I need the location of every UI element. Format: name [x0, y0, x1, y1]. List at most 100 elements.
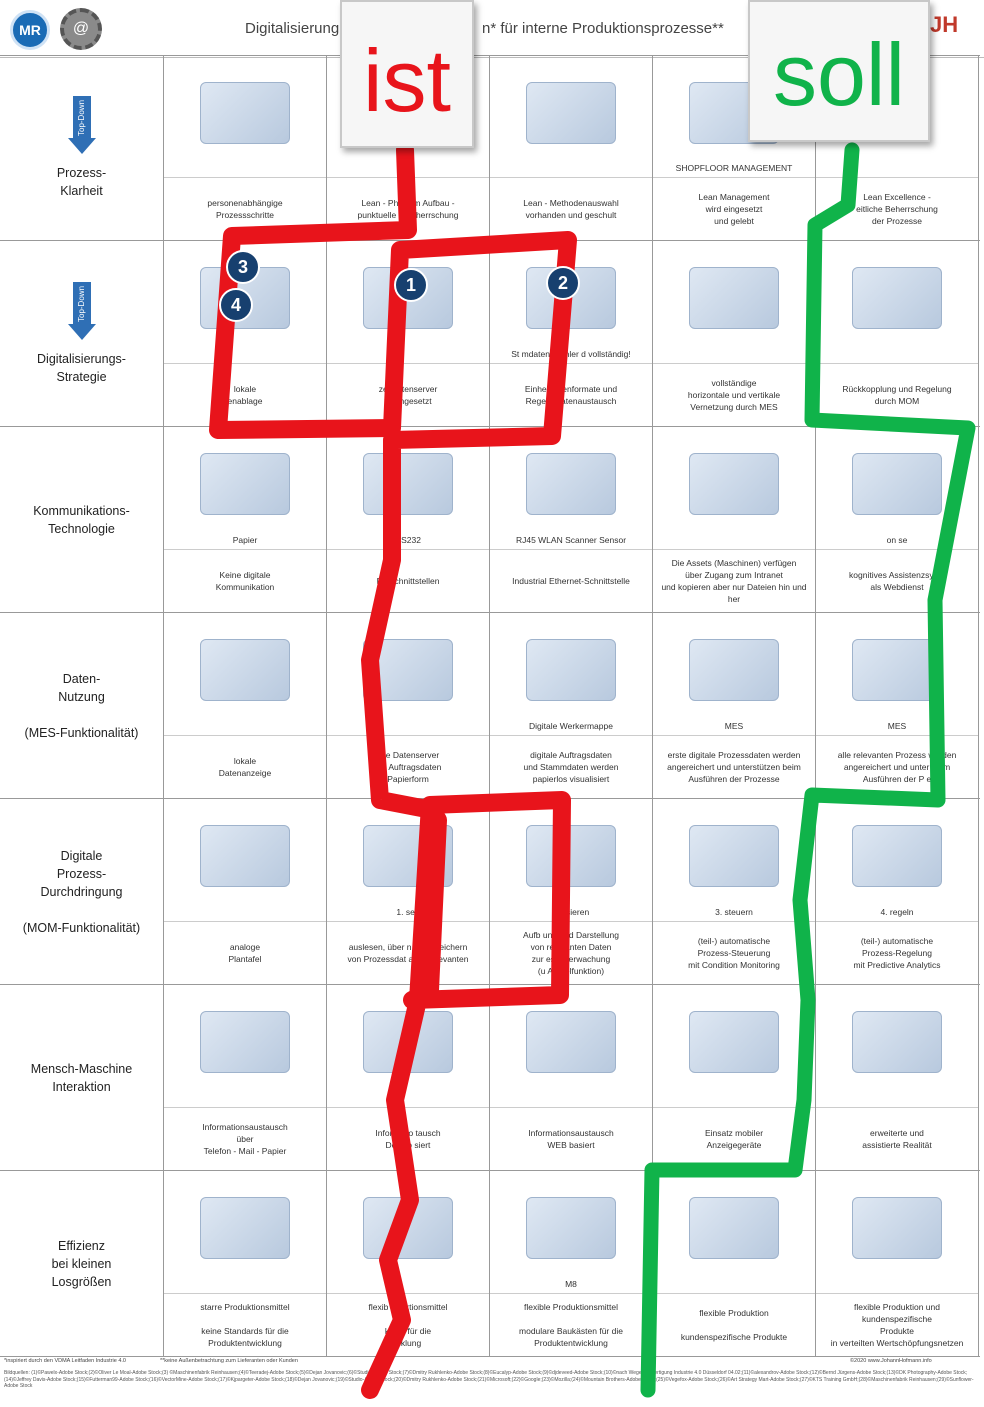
illustration-placeholder: [363, 453, 453, 515]
illustration-placeholder: [363, 639, 453, 701]
image-caption: SHOPFLOOR MANAGEMENT: [675, 163, 793, 173]
illustration-placeholder: [852, 267, 942, 329]
matrix-cell: Informatio tausch Deskto siert: [327, 985, 490, 1170]
cell-description: auslesen, über n und speichern von Proze…: [347, 941, 469, 964]
matrix-cell: erweiterte und assistierte Realität: [816, 985, 979, 1170]
head-gears-icon: [164, 56, 326, 178]
vr-headset-icon: [816, 985, 978, 1108]
matrix-cell: MES erste digitale Prozessdaten werden an…: [653, 613, 816, 798]
top-down-arrow-icon: Top-Down: [67, 281, 96, 342]
cell-description: digitale Auftragsdaten und Stammdaten we…: [523, 749, 619, 784]
illustration-placeholder: [526, 825, 616, 887]
image-caption: St mdaten - fehler d vollständig!: [511, 349, 631, 359]
mes-network-dense-icon: MES: [816, 613, 978, 736]
cell-description: Informatio tausch Deskto siert: [375, 1127, 441, 1150]
matrix-cell: starre Produktionsmittel keine Standards…: [164, 1171, 327, 1356]
top-down-arrow-icon: Top-Down: [67, 96, 96, 156]
cell-description: Aufb ung und Darstellung von relevanten …: [523, 929, 619, 976]
footnote-1: *inspiriert durch den VDMA Leitfaden Ind…: [4, 1358, 126, 1364]
illustration-placeholder: [689, 1011, 779, 1073]
matrix-cell: 4. regeln (teil-) automatische Prozess-Re…: [816, 799, 979, 984]
method-overview-icon: [490, 56, 652, 178]
matrix-cell: lokale Datenanzeige: [164, 613, 327, 798]
distributed-network-icon: [816, 1171, 978, 1294]
illustration-placeholder: [526, 639, 616, 701]
image-caption: RS232: [395, 535, 421, 545]
cell-description: flexible Produktion kundenspezifische Pr…: [680, 1307, 788, 1342]
cell-description: Keine digitale Kommunikation: [215, 569, 275, 592]
matrix-cell: Die Assets (Maschinen) verfügen über Zug…: [653, 427, 816, 612]
globe-cursor-icon: on se: [816, 427, 978, 550]
page-header: MR @ Digitalisierung n* für interne Prod…: [0, 0, 984, 58]
badge-3: 3: [226, 250, 260, 284]
image-caption: Digitale Werkermappe: [529, 721, 613, 731]
row-label-text: Prozess- Klarheit: [56, 166, 107, 198]
row-label: Kommunikations- Technologie: [0, 427, 164, 612]
matrix-cell: Lean - Methodenauswahl vorhanden und ges…: [490, 56, 653, 240]
illustration-placeholder: [200, 1197, 290, 1259]
cell-description: flexib oduktionsmittel ke ds für die ick…: [368, 1301, 448, 1348]
browsers-icon: [490, 985, 652, 1108]
cell-description: Einsatz mobiler Anzeigegeräte: [704, 1127, 764, 1150]
cell-description: Die Assets (Maschinen) verfügen über Zug…: [661, 557, 807, 604]
illustration-placeholder: [852, 1011, 942, 1073]
illustration-placeholder: [526, 1197, 616, 1259]
matrix-row: Daten- Nutzung (MES-Funktionalität) lokal…: [0, 613, 980, 799]
title-part-1: Digitalisierung: [245, 20, 340, 37]
cell-description: (teil-) automatische Prozess-Regelung mi…: [853, 935, 941, 970]
data-tree-icon: St mdaten - fehler d vollständig!: [490, 241, 652, 364]
loop-icon: 4. regeln: [816, 799, 978, 922]
image-caption: 1. sen: [396, 907, 420, 917]
cell-description: erste digitale Prozessdaten werden anger…: [667, 749, 801, 784]
top-down-label: Top-Down: [72, 281, 91, 326]
cell-description: Informationsaustausch über Telefon - Mai…: [202, 1121, 288, 1156]
wave-icon: 3. steuern: [653, 799, 815, 922]
cell-description: Informationsaustausch WEB basiert: [528, 1127, 614, 1150]
illustration-placeholder: [200, 453, 290, 515]
matrix-cell: personenabhängige Prozessschritte: [164, 56, 327, 240]
image-credits: Bildquellen: (1)©Pawelx-Adobe Stock;(2)©…: [4, 1370, 974, 1389]
cell-description: Rückkopplung und Regelung durch MOM: [842, 383, 952, 406]
illustration-placeholder: [363, 825, 453, 887]
matrix-cell: flexible Produktion und kundenspezifisch…: [816, 1171, 979, 1356]
illustration-placeholder: [200, 825, 290, 887]
image-caption: on se: [886, 535, 908, 545]
matrix-cell: flexible Produktion kundenspezifische Pr…: [653, 1171, 816, 1356]
copyright: ©2020 www.JohannHofmann.info: [850, 1358, 932, 1364]
database-icon: [327, 241, 489, 364]
illustration-placeholder: [363, 1197, 453, 1259]
network-icons: RJ45 WLAN Scanner Sensor: [490, 427, 652, 550]
illustration-placeholder: [852, 453, 942, 515]
matrix-cell: Digitale Werkermappe digitale Auftragsdat…: [490, 613, 653, 798]
cell-description: zent atenserver we ingesetzt: [378, 383, 438, 406]
illustration-placeholder: [852, 1197, 942, 1259]
badge-4: 4: [219, 288, 253, 322]
row-label-text: Daten- Nutzung (MES-Funktionalität): [24, 671, 139, 740]
badge-1: 1: [394, 268, 428, 302]
image-caption: MES: [724, 721, 744, 731]
db-printer-icon: [327, 613, 489, 736]
image-caption: Papier: [232, 535, 258, 545]
plantafel-icon: [164, 799, 326, 922]
cell-description: Lean - Methodenauswahl vorhanden und ges…: [523, 197, 619, 220]
title-part-2: n* für interne Produktionsprozesse**: [482, 20, 724, 37]
matrix-cell: Informationsaustausch über Telefon - Mai…: [164, 985, 327, 1170]
cell-description: lokale Datenanzeige: [218, 755, 272, 778]
fixture-rigid-icon: [164, 1171, 326, 1294]
image-caption: 4. regeln: [880, 907, 914, 917]
matrix-cell: Einsatz mobiler Anzeigegeräte: [653, 985, 816, 1170]
dashboard-icon: ualisieren: [490, 799, 652, 922]
illustration-placeholder: [363, 1011, 453, 1073]
machines-grid-icon: 1. sen: [327, 799, 489, 922]
matrix-cell: analoge Plantafel: [164, 799, 327, 984]
matrix-cell: 1. sen auslesen, über n und speichern von…: [327, 799, 490, 984]
ist-sign: ist: [340, 0, 474, 148]
technical-drawing-icon: M8: [490, 1171, 652, 1294]
